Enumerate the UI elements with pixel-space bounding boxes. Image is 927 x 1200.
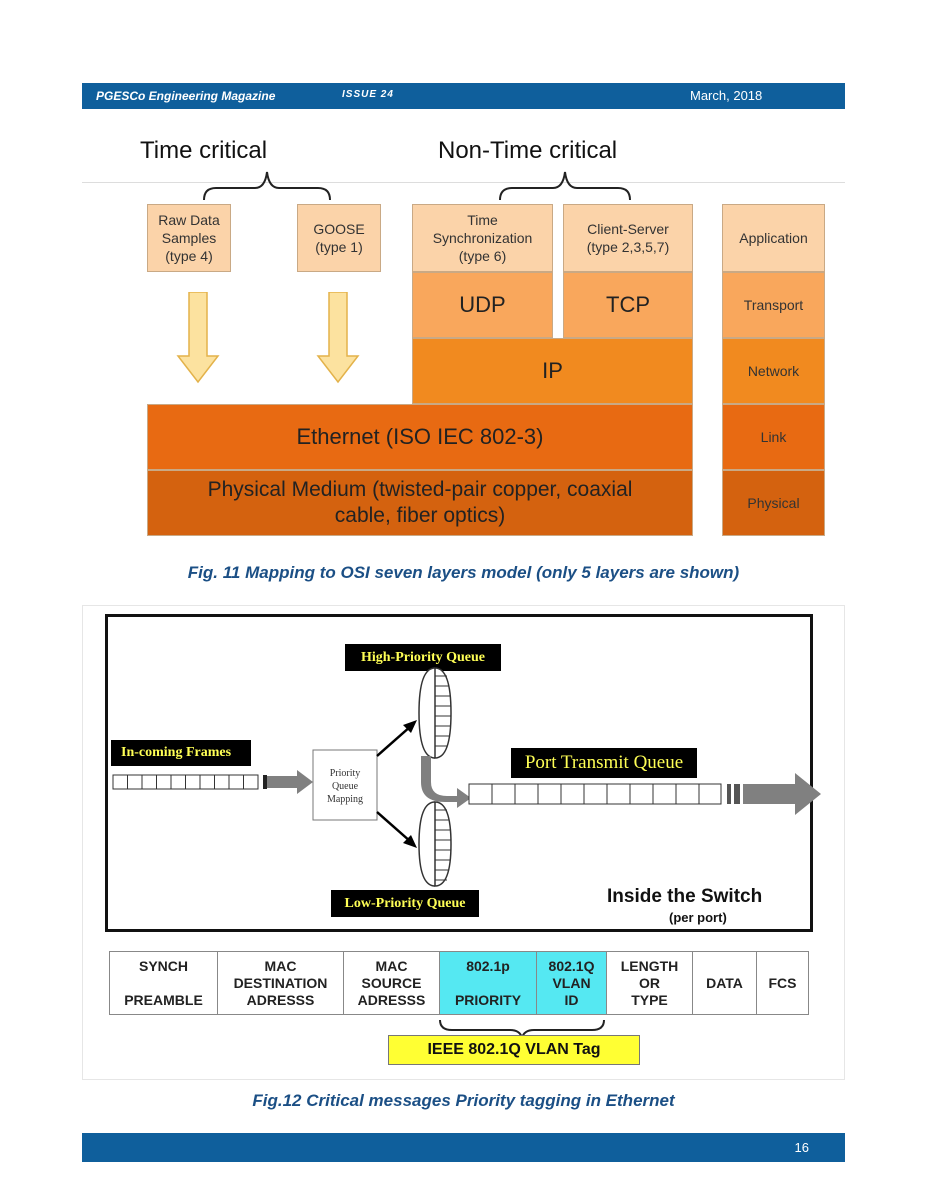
divider-line [82,182,845,183]
time-sync-box: Time Synchronization (type 6) [412,204,553,272]
heading-time-critical: Time critical [140,137,268,164]
down-arrow-raw [176,292,220,384]
physical-medium-box: Physical Medium (twisted-pair copper, co… [147,470,693,536]
client-server-line2: (type 2,3,5,7) [586,239,670,255]
synch-line1: SYNCH [138,957,188,974]
frame-field-fcs: FCS [768,974,797,991]
frame-field-data: DATA [693,952,757,1014]
layer-physical: Physical [722,470,825,536]
goose-box: GOOSE (type 1) [297,204,381,272]
layer-transport: Transport [722,272,825,338]
layer-application: Application [722,204,825,272]
frame-field-mac-source: MAC SOURCE ADRESSS [344,952,440,1014]
issue-label: ISSUE 24 [342,89,394,100]
tcp-box: TCP [563,272,693,338]
udp-box: UDP [412,272,553,338]
frame-field-length: LENGTH OR TYPE [607,952,693,1014]
length-line2: OR [639,974,660,991]
mac-dest-line1: MAC [264,957,297,974]
ip-box: IP [412,338,693,404]
frame-field-8021q: 802.1Q VLAN ID [537,952,607,1014]
time-sync-line3: (type 6) [458,248,507,264]
mac-dest-line2: DESTINATION [233,974,328,991]
time-sync-line2: Synchronization [432,230,533,246]
down-arrow-goose [316,292,360,384]
raw-data-line3: (type 4) [165,248,213,264]
brace-non-time-critical [499,171,631,201]
raw-data-line1: Raw Data [158,212,220,228]
issue-date: March, 2018 [690,88,763,103]
mac-src-line1: MAC [375,957,408,974]
synch-line3: PREAMBLE [124,991,203,1008]
raw-data-line2: Samples [161,230,217,246]
mapping-line2: Queue [331,780,359,792]
mac-src-line3: ADRESSS [357,991,426,1008]
p8021p-line3: PRIORITY [454,991,522,1008]
figure-12-caption: Fig.12 Critical messages Priority taggin… [252,1091,675,1110]
mapping-line3: Mapping [326,793,364,805]
mapping-line1: Priority [329,767,361,779]
figure-11-caption: Fig. 11 Mapping to OSI seven layers mode… [187,563,740,582]
goose-line1: GOOSE [313,221,365,237]
goose-line2: (type 1) [315,239,363,255]
physical-medium-line1: Physical Medium (twisted-pair copper, co… [207,478,633,501]
ethernet-frame-table: SYNCH PREAMBLE MAC DESTINATION ADRESSS M… [109,951,809,1015]
raw-data-samples-box: Raw Data Samples (type 4) [147,204,231,272]
p8021p-line1: 802.1p [466,957,510,974]
brace-time-critical [203,171,331,201]
p8021q-line3: ID [564,991,579,1008]
incoming-frames-label: In-coming Frames [111,740,251,766]
priority-queue-mapping-text: Priority Queue Mapping [313,764,377,808]
length-line3: TYPE [631,991,668,1008]
per-port-label: (per port) [669,910,727,925]
figure-11: Time critical Non-Time critical Raw Data… [82,130,845,550]
frame-field-mac-destination: MAC DESTINATION ADRESSS [218,952,344,1014]
page-footer: 16 [82,1133,845,1162]
p8021q-line1: 802.1Q [548,957,595,974]
client-server-box: Client-Server (type 2,3,5,7) [563,204,693,272]
switch-frame [105,614,813,932]
switch-diagram-graphics [112,667,821,887]
client-server-line1: Client-Server [587,221,669,237]
vlan-tag-label: IEEE 802.1Q VLAN Tag [388,1035,640,1065]
inside-switch-label: Inside the Switch [607,886,763,907]
figure-12: High-Priority Queue Low-Priority Queue I… [82,605,845,1080]
p8021q-line2: VLAN [552,974,591,991]
ethernet-box: Ethernet (ISO IEC 802-3) [147,404,693,470]
layer-link: Link [722,404,825,470]
low-priority-queue-label: Low-Priority Queue [331,890,479,917]
port-transmit-queue-label: Port Transmit Queue [511,748,697,778]
page-number: 16 [794,1140,809,1155]
magazine-title: PGESCo Engineering Magazine [96,89,276,103]
high-priority-queue-label: High-Priority Queue [345,644,501,671]
physical-medium-line2: cable, fiber optics) [334,504,506,527]
mac-dest-line3: ADRESSS [246,991,315,1008]
frame-field-8021p: 802.1p PRIORITY [440,952,537,1014]
heading-non-time-critical: Non-Time critical [438,137,618,164]
page-header: PGESCo Engineering Magazine ISSUE 24 Mar… [82,83,845,109]
mac-src-line2: SOURCE [361,974,422,991]
length-line1: LENGTH [620,957,679,974]
time-sync-line1: Time [467,212,498,228]
frame-field-synch: SYNCH PREAMBLE [110,952,218,1014]
layer-network: Network [722,338,825,404]
